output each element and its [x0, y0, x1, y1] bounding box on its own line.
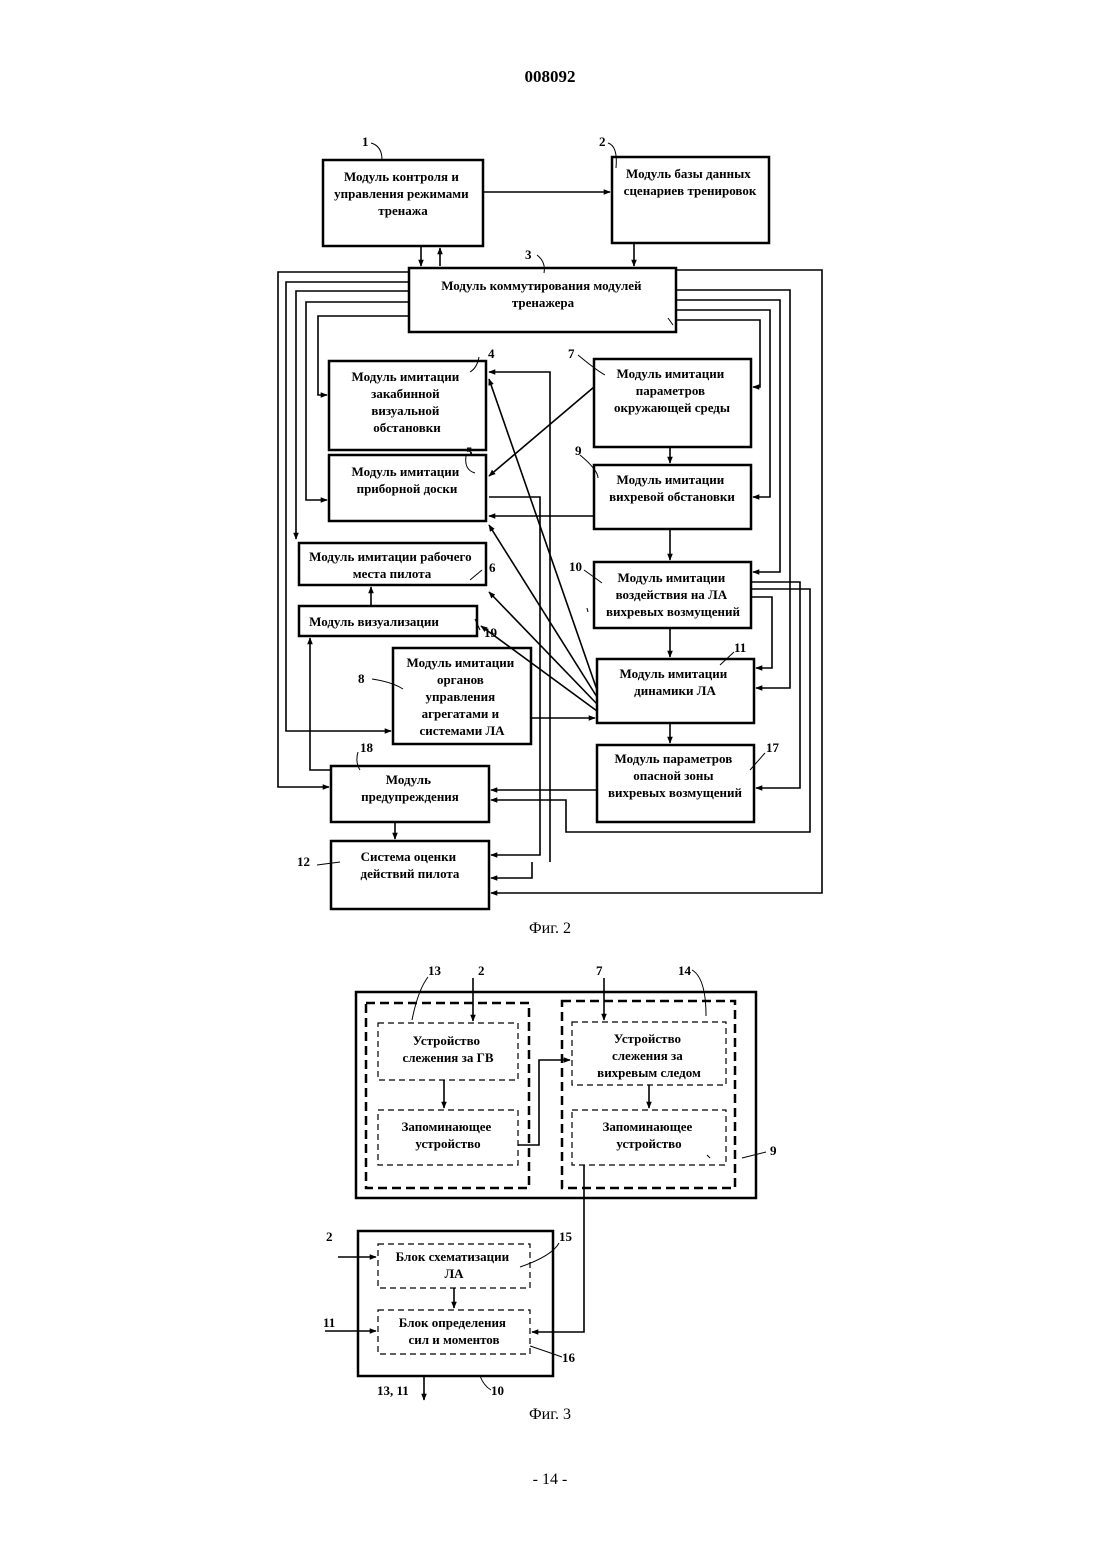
ref-19: 19 [484, 625, 498, 640]
figure-2-text: Модуль контроля и управления режимами тр… [297, 134, 780, 937]
ref-1: 1 [362, 134, 369, 149]
ref-output: 13, 11 [377, 1383, 409, 1398]
block-12-label: Система оценки действий пилота [361, 849, 460, 881]
ref-7-top: 7 [596, 963, 603, 978]
tracker-wake-label: Устройство слежения за вихревым следом [597, 1031, 701, 1080]
block-1-label: Модуль контроля и управления режимами тр… [334, 169, 472, 218]
ref-9: 9 [575, 443, 582, 458]
block-7-label: Модуль имитации параметров окружающей ср… [614, 366, 730, 415]
memory-1-label: Запоминающее устройство [402, 1119, 495, 1151]
ref-10-frame: 10 [491, 1383, 504, 1398]
memory-2-label: Запоминающее устройство [603, 1119, 696, 1151]
ref-6: 6 [489, 560, 496, 575]
block-3-label: Модуль коммутирования модулей тренажера [441, 278, 645, 310]
figure-2-caption: Фиг. 2 [529, 920, 571, 937]
block-2-label: Модуль базы данных сценариев тренировок [624, 166, 757, 198]
block-6-label: Модуль имитации рабочего места пилота [309, 549, 475, 581]
ref-2-top: 2 [478, 963, 485, 978]
block-4-label: Модуль имитации закабинной визуальной об… [352, 369, 463, 435]
ref-9-frame: 9 [770, 1143, 777, 1158]
ref-5: 5 [466, 444, 473, 459]
ref-17: 17 [766, 740, 780, 755]
block-9-frame [356, 992, 756, 1198]
ref-12: 12 [297, 854, 310, 869]
block-19-label: Модуль визуализации [309, 614, 439, 629]
ref-11: 11 [734, 640, 746, 655]
ref-18: 18 [360, 740, 374, 755]
group-13 [366, 1003, 529, 1188]
ref-15: 15 [559, 1229, 573, 1244]
block-10-label: Модуль имитации воздействия на ЛА вихрев… [606, 570, 740, 619]
ref-11-left: 11 [323, 1315, 335, 1330]
figure-3 [325, 970, 766, 1400]
ref-7: 7 [568, 346, 575, 361]
block-5-label: Модуль имитации приборной доски [352, 464, 463, 496]
page-number: - 14 - [533, 1471, 568, 1488]
block-18-label: Модуль предупреждения [361, 772, 459, 804]
ref-14: 14 [678, 963, 692, 978]
forces-label: Блок определения сил и моментов [399, 1315, 509, 1347]
document-number: 008092 [525, 67, 576, 86]
ref-8: 8 [358, 671, 365, 686]
ref-16: 16 [562, 1350, 576, 1365]
ref-10: 10 [569, 559, 582, 574]
ref-3: 3 [525, 247, 532, 262]
block-9-label: Модуль имитации вихревой обстановки [609, 472, 735, 504]
block-17-label: Модуль параметров опасной зоны вихревых … [608, 751, 742, 800]
ref-2: 2 [599, 134, 606, 149]
schematization-label: Блок схематизации ЛА [396, 1249, 513, 1281]
block-11-label: Модуль имитации динамики ЛА [620, 666, 731, 698]
tracker-gv-label: Устройство слежения за ГВ [402, 1033, 493, 1065]
ref-13: 13 [428, 963, 442, 978]
figure-3-caption: Фиг. 3 [529, 1406, 571, 1423]
ref-4: 4 [488, 346, 495, 361]
ref-2-left: 2 [326, 1229, 333, 1244]
block-8-label: Модуль имитации органов управления агрег… [407, 655, 518, 738]
